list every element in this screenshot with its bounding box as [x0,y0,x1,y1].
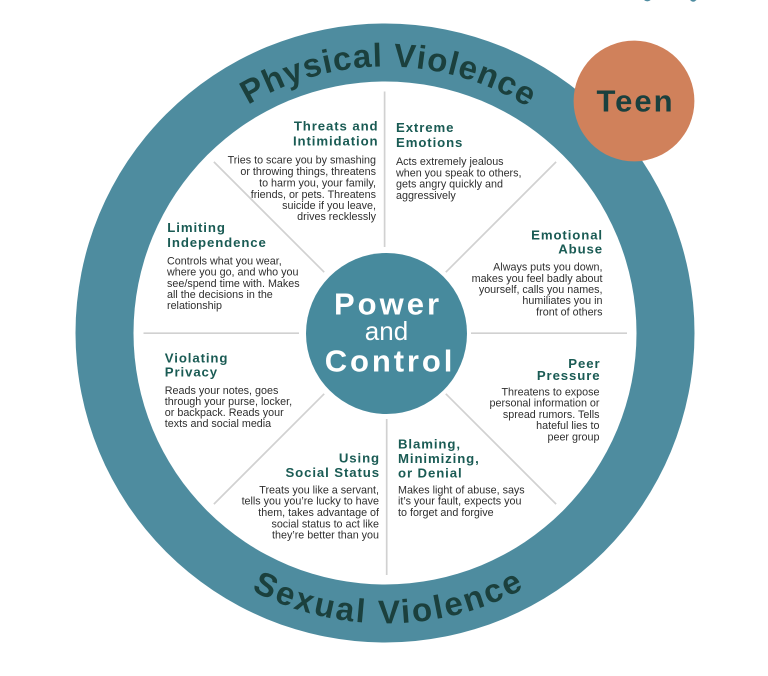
svg-text:them, takes advantage of: them, takes advantage of [258,507,379,519]
svg-text:spread rumors. Tells: spread rumors. Tells [503,409,600,421]
svg-text:or throwing things, threatens: or throwing things, threatens [240,166,376,178]
svg-text:all the decisions in the: all the decisions in the [167,289,273,301]
svg-text:see/spend time with. Makes: see/spend time with. Makes [167,278,300,290]
svg-text:or Denial: or Denial [398,466,463,481]
svg-text:Emotions: Emotions [396,135,463,150]
svg-text:Always puts you down,: Always puts you down, [493,262,602,274]
svg-text:Emotional: Emotional [531,227,603,242]
svg-text:Blaming,: Blaming, [398,436,461,451]
svg-text:relationship: relationship [167,300,222,312]
svg-text:social status to act like: social status to act like [271,518,379,530]
svg-text:gets angry quickly and: gets angry quickly and [396,179,503,191]
svg-text:Minimizing,: Minimizing, [398,451,480,466]
svg-text:humiliates you in: humiliates you in [522,295,602,307]
svg-text:and: and [365,316,408,346]
svg-text:when you speak to others,: when you speak to others, [395,167,522,179]
svg-text:it’s your fault, expects you: it’s your fault, expects you [398,496,522,508]
svg-text:Control: Control [325,344,456,379]
svg-text:Using: Using [339,450,380,465]
svg-text:drives recklessly: drives recklessly [297,211,376,223]
svg-text:friends, or pets. Threatens: friends, or pets. Threatens [251,189,376,201]
svg-text:Acts extremely jealous: Acts extremely jealous [396,156,504,168]
svg-text:Violating: Violating [165,350,229,365]
svg-text:to forget and forgive: to forget and forgive [398,507,494,519]
svg-text:Tries to scare you by smashing: Tries to scare you by smashing [228,155,376,167]
svg-text:Peer: Peer [568,356,600,371]
svg-text:Abuse: Abuse [558,241,603,256]
svg-text:Extreme: Extreme [396,120,454,135]
svg-text:Teen: Teen [596,84,674,119]
svg-text:Privacy: Privacy [165,365,218,380]
svg-text:hateful lies to: hateful lies to [536,420,599,432]
svg-text:Intimidation: Intimidation [293,134,379,149]
svg-text:Reads your notes, goes: Reads your notes, goes [165,385,279,397]
svg-text:front of others: front of others [536,306,602,318]
svg-text:Threats and: Threats and [294,119,379,134]
svg-text:texts and social media: texts and social media [165,418,271,430]
svg-text:makes you feel badly about: makes you feel badly about [472,273,603,285]
svg-text:aggressively: aggressively [396,190,456,202]
svg-text:peer group: peer group [548,431,600,443]
svg-text:yourself, calls you names,: yourself, calls you names, [479,284,603,296]
svg-text:Threatens to expose: Threatens to expose [501,387,599,399]
svg-text:to harm you, your family,: to harm you, your family, [259,177,376,189]
svg-text:through your purse, locker,: through your purse, locker, [165,396,292,408]
svg-text:Pressure: Pressure [537,368,601,383]
svg-text:Social Status: Social Status [285,465,380,480]
svg-text:suicide if you leave,: suicide if you leave, [282,200,376,212]
svg-text:personal information or: personal information or [490,398,600,410]
svg-text:Independence: Independence [167,235,266,250]
svg-text:Power: Power [334,287,442,322]
svg-text:they’re better than you: they’re better than you [272,529,379,541]
svg-text:Limiting: Limiting [167,220,225,235]
svg-text:or backpack. Reads your: or backpack. Reads your [165,407,284,419]
svg-text:Makes light of abuse, says: Makes light of abuse, says [398,485,525,497]
svg-text:Treats you like a servant,: Treats you like a servant, [259,484,379,496]
svg-text:Controls what you wear,: Controls what you wear, [167,256,282,268]
svg-text:where you go, and who you: where you go, and who you [166,267,298,279]
svg-text:tells you you’re lucky to have: tells you you’re lucky to have [242,496,379,508]
